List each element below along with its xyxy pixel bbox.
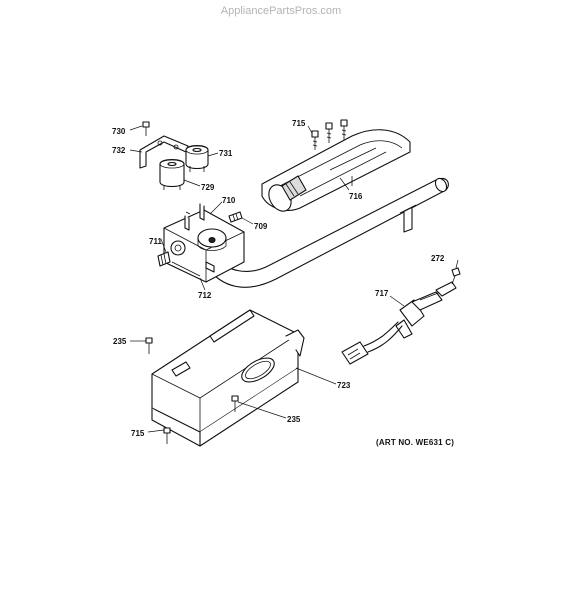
screw-715-top-b bbox=[325, 122, 333, 143]
label-729: 729 bbox=[201, 183, 215, 192]
orifice-709 bbox=[228, 211, 243, 223]
watermark: AppliancePartsPros.com bbox=[220, 5, 342, 17]
label-710: 710 bbox=[222, 196, 236, 205]
art-number: (ART NO. WE631 C) bbox=[376, 438, 455, 447]
screw-235-bottom bbox=[231, 395, 239, 412]
label-235-left: 235 bbox=[113, 337, 127, 346]
fitting-711 bbox=[157, 251, 171, 267]
label-717: 717 bbox=[375, 289, 389, 298]
mounting-bracket-723 bbox=[151, 309, 305, 447]
burner-tube bbox=[205, 177, 449, 288]
label-711: 711 bbox=[149, 237, 162, 246]
label-732: 732 bbox=[112, 146, 126, 155]
label-731: 731 bbox=[219, 149, 233, 158]
label-272: 272 bbox=[431, 254, 445, 263]
label-730: 730 bbox=[112, 127, 126, 136]
coil-731 bbox=[185, 144, 209, 172]
screw-715-top-a bbox=[311, 130, 319, 150]
label-723: 723 bbox=[337, 381, 351, 390]
igniter-717 bbox=[341, 281, 457, 365]
label-716: 716 bbox=[349, 192, 363, 201]
label-709: 709 bbox=[254, 222, 268, 231]
screw-715-top-c bbox=[340, 119, 348, 140]
screw-235-left bbox=[145, 337, 153, 354]
label-715-top: 715 bbox=[292, 119, 306, 128]
coil-bracket-732 bbox=[139, 135, 189, 169]
coil-729 bbox=[159, 158, 185, 190]
screw-730 bbox=[142, 121, 150, 136]
label-715-bottom: 715 bbox=[131, 429, 145, 438]
flame-spreader bbox=[261, 129, 411, 212]
label-712: 712 bbox=[198, 291, 212, 300]
leader-lines bbox=[129, 125, 459, 433]
screw-272 bbox=[451, 267, 461, 285]
screw-715-bottom bbox=[163, 427, 171, 444]
label-235-bottom: 235 bbox=[287, 415, 301, 424]
